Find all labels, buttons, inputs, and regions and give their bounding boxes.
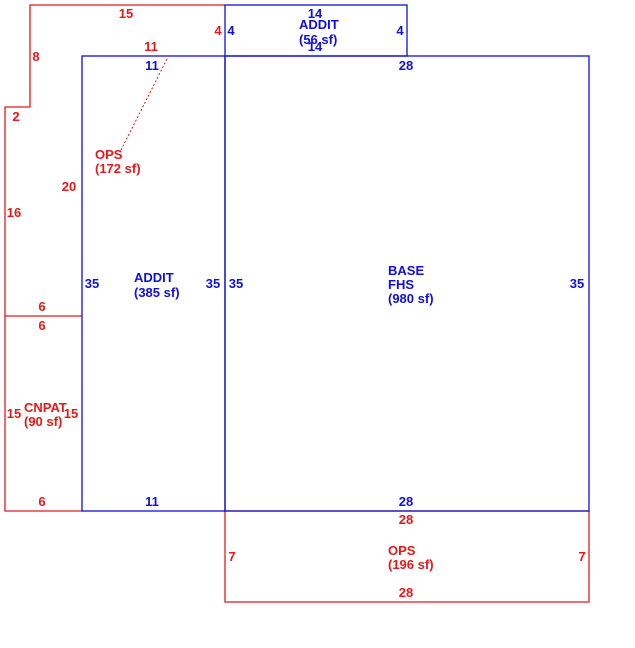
addit-left-area: (385 sf) [134, 285, 180, 300]
dim-addit-left-right: 35 [206, 276, 220, 291]
addit-top-name: ADDIT [299, 17, 339, 32]
dim-ops-top-right: 4 [214, 23, 222, 38]
base-area: (980 sf) [388, 291, 434, 306]
dim-addit-top-right: 4 [396, 23, 404, 38]
dim-base-right: 35 [570, 276, 584, 291]
ops-lower-area: (196 sf) [388, 557, 434, 572]
dim-ops-lower-top: 28 [399, 512, 413, 527]
dim-base-top: 28 [399, 58, 413, 73]
base-name: BASE [388, 263, 424, 278]
dim-cnpat-right: 15 [64, 406, 78, 421]
ops-lower-name: OPS [388, 543, 416, 558]
addit-top-area: (56 sf) [299, 32, 337, 47]
dim-cnpat-top-lower: 6 [38, 318, 45, 333]
ops-upper-name: OPS [95, 147, 123, 162]
dim-addit-left-bottom: 11 [145, 494, 159, 509]
dim-ops-inner-top: 11 [144, 39, 158, 54]
dim-ops-lower-right: 7 [578, 549, 585, 564]
dim-base-left: 35 [229, 276, 243, 291]
dim-addit-top-left: 4 [227, 23, 235, 38]
dim-addit-left-left: 35 [85, 276, 99, 291]
ops-upper-outline [4, 4, 225, 317]
cnpat-outline [4, 316, 82, 512]
dim-ops-left: 16 [7, 205, 21, 220]
ops-lower-outline [224, 511, 590, 603]
dim-ops-step: 2 [12, 109, 19, 124]
dim-ops-lower-bottom: 28 [399, 585, 413, 600]
dim-ops-lower-left: 7 [228, 549, 235, 564]
ops-upper-area: (172 sf) [95, 161, 141, 176]
dim-ops-upper-left: 8 [32, 49, 39, 64]
dim-addit-top-top: 14 [308, 6, 323, 21]
base-fhs-outline [224, 55, 590, 512]
dim-ops-top: 15 [119, 6, 133, 21]
addit-left-name: ADDIT [134, 270, 174, 285]
base-name2: FHS [388, 277, 414, 292]
dim-addit-left-top: 11 [145, 58, 159, 73]
ops-leader-line [120, 58, 168, 151]
dim-base-bottom: 28 [399, 494, 413, 509]
dim-cnpat-top-upper: 6 [38, 299, 45, 314]
dim-ops-inner-left: 20 [62, 179, 76, 194]
cnpat-name: CNPAT [24, 400, 67, 415]
dim-cnpat-bottom: 6 [38, 494, 45, 509]
cnpat-area: (90 sf) [24, 414, 62, 429]
dim-cnpat-left: 15 [7, 406, 21, 421]
dim-addit-top-bottom: 14 [308, 39, 323, 54]
